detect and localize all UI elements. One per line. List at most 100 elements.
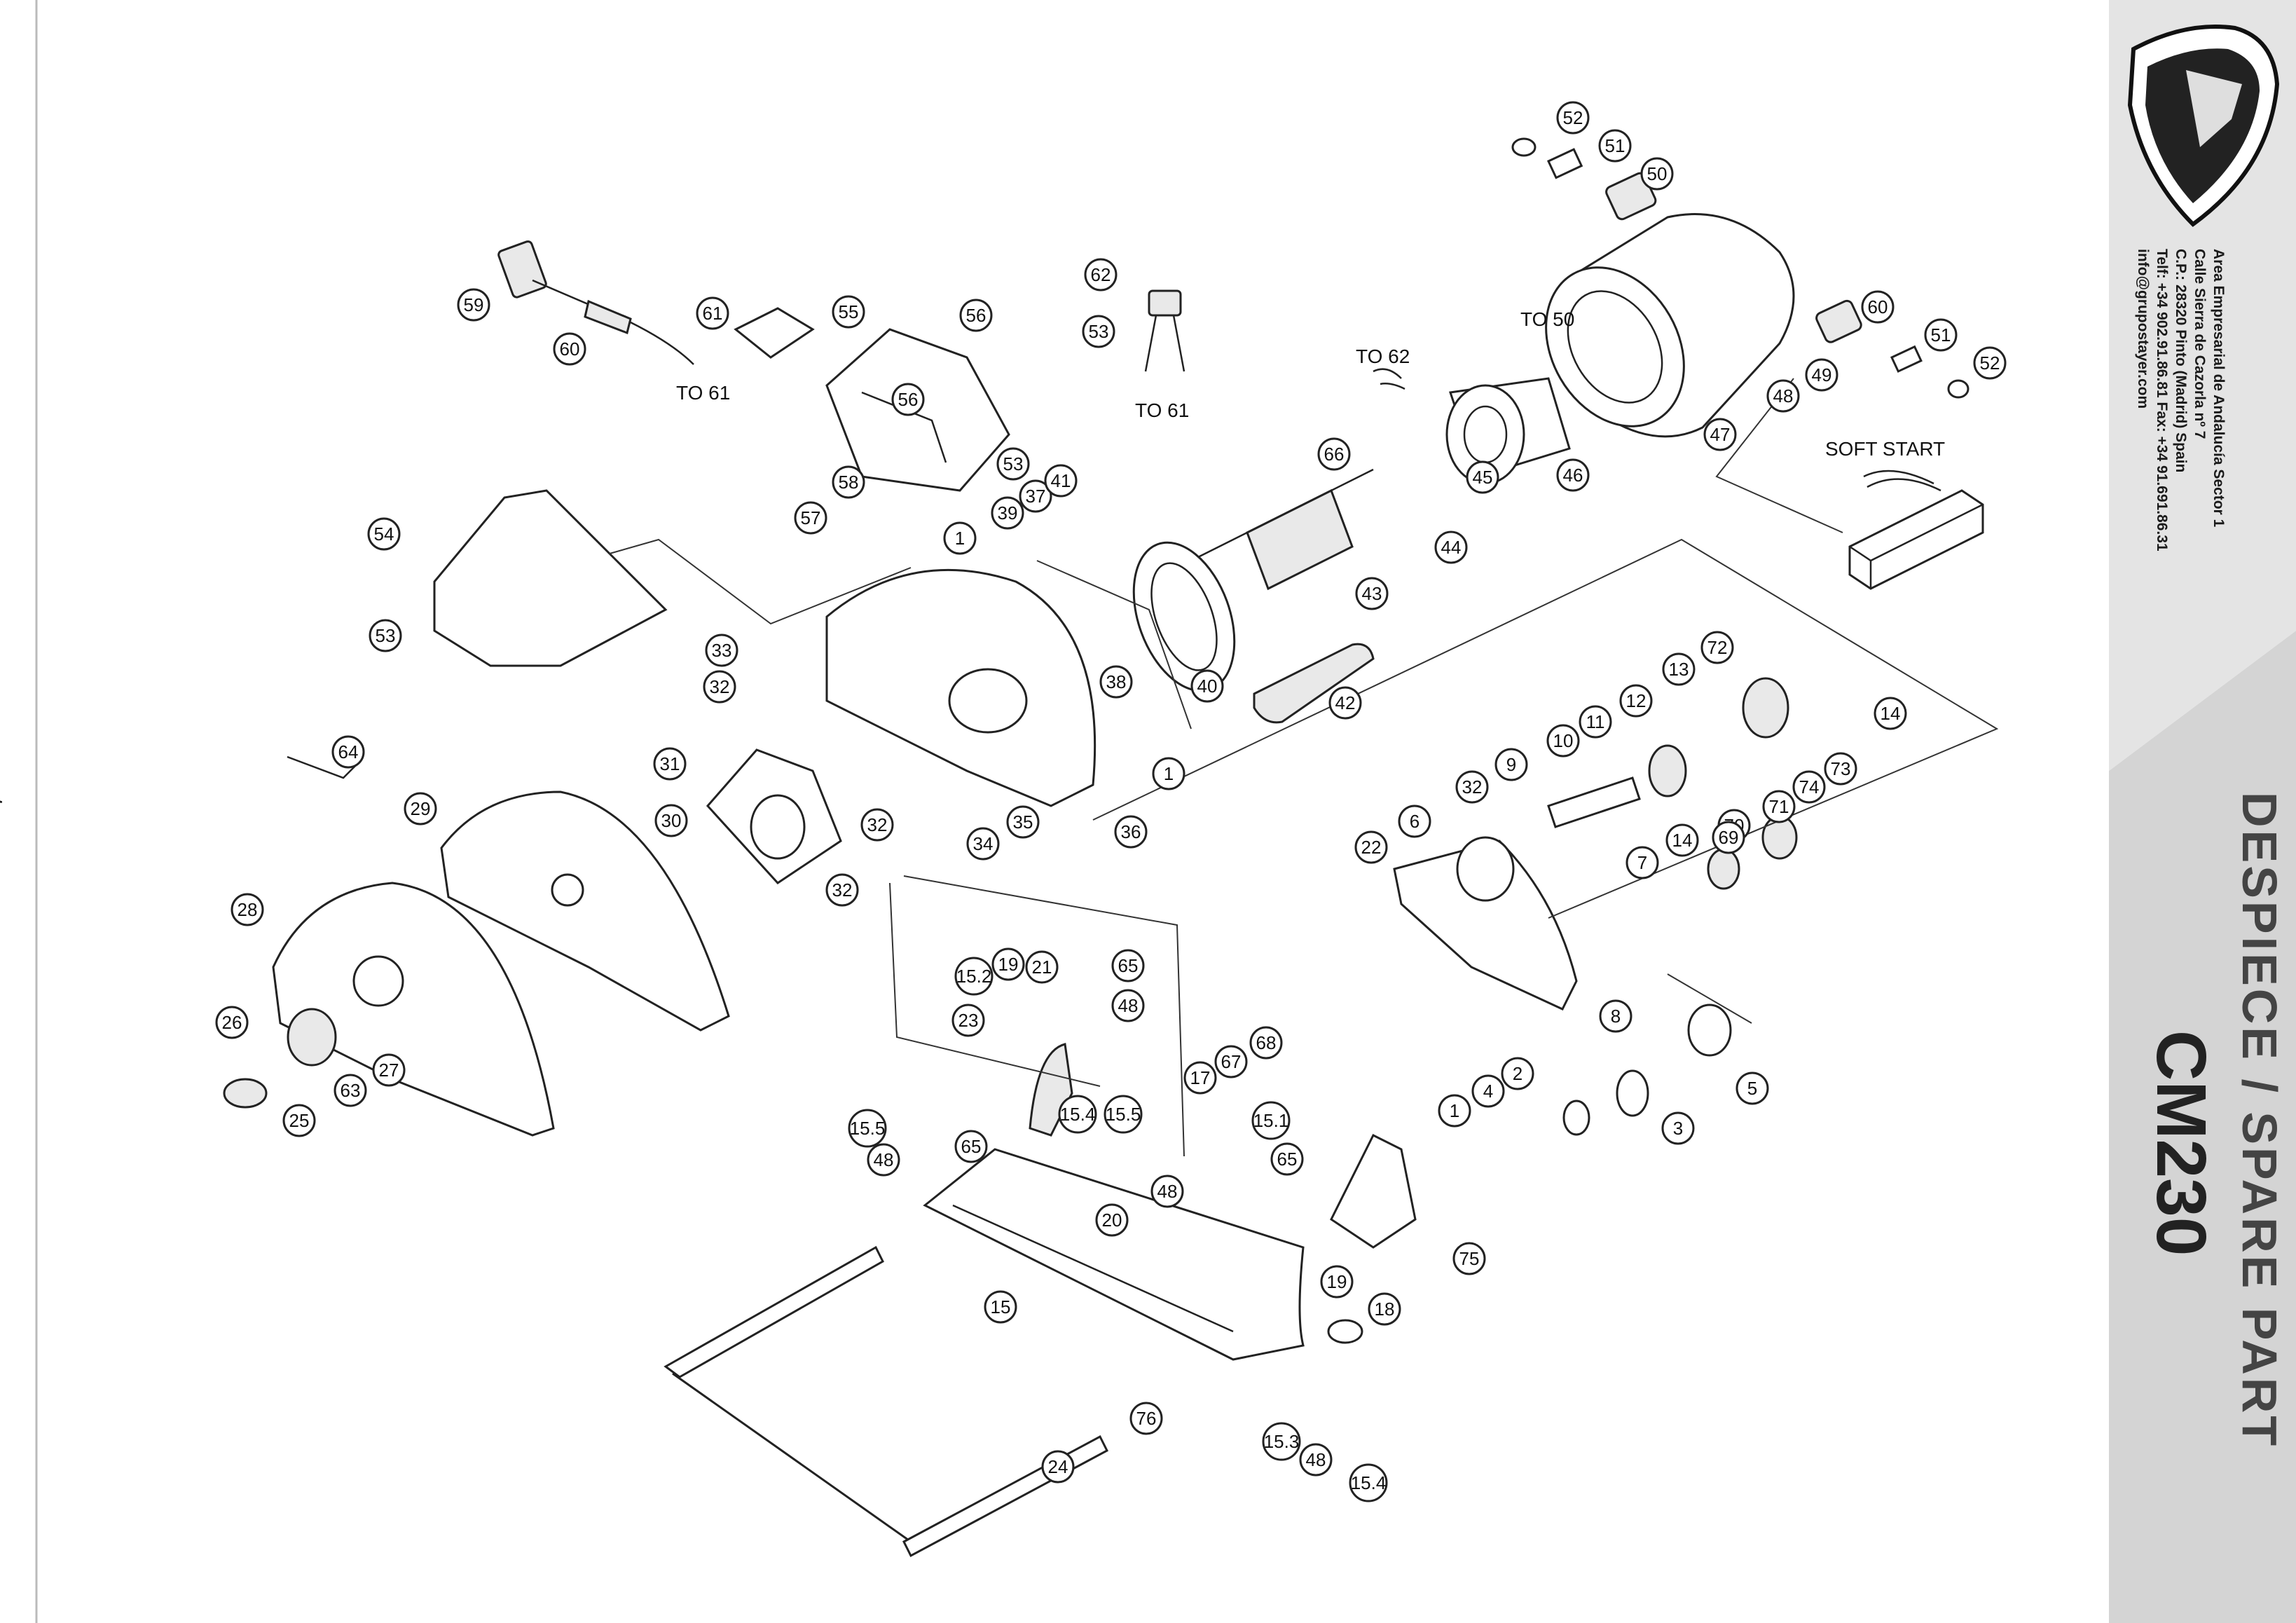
soft-start-module	[1848, 470, 1984, 590]
callout-1: 1	[943, 521, 977, 555]
address-line: Calle Sierra de Cazorla nº 7	[2192, 249, 2208, 439]
callout-32: 32	[703, 670, 736, 704]
callout-28: 28	[231, 893, 264, 926]
callout-29: 29	[404, 792, 437, 826]
callout-73: 73	[1824, 752, 1857, 786]
svg-text:11: 11	[1586, 711, 1605, 732]
svg-text:50: 50	[1647, 163, 1668, 184]
svg-text:25: 25	[289, 1110, 310, 1131]
callout-9: 9	[1494, 748, 1528, 781]
callout-48: 48	[1150, 1175, 1184, 1208]
svg-text:52: 52	[1563, 107, 1583, 128]
soft-start-label: SOFT START	[1825, 438, 1945, 460]
svg-text:54: 54	[374, 523, 394, 545]
callout-3: 3	[1661, 1111, 1695, 1145]
brush-holder-50	[1511, 137, 1657, 221]
svg-text:76: 76	[1136, 1408, 1157, 1429]
svg-text:33: 33	[712, 640, 732, 661]
svg-text:58: 58	[839, 472, 859, 493]
svg-text:32: 32	[832, 879, 853, 900]
svg-text:59: 59	[464, 294, 484, 315]
callout-55: 55	[832, 295, 865, 329]
callout-53: 53	[369, 619, 402, 652]
svg-text:56: 56	[898, 389, 919, 410]
to-62-label: TO 62	[1356, 345, 1410, 367]
callout-47: 47	[1703, 418, 1737, 451]
address-line: Telf: +34 902.91.86.81 Fax: +34 91.691.8…	[2154, 249, 2170, 552]
svg-text:19: 19	[1327, 1271, 1347, 1292]
callout-5: 5	[1735, 1071, 1769, 1105]
svg-text:12: 12	[1626, 690, 1647, 711]
callout-41: 41	[1044, 464, 1078, 498]
callout-48: 48	[1299, 1443, 1333, 1477]
svg-text:15.3: 15.3	[1264, 1431, 1300, 1452]
callout-71: 71	[1762, 790, 1796, 823]
to-61-label-2: TO 61	[1135, 399, 1189, 421]
callout-62: 62	[1084, 258, 1118, 292]
svg-text:24: 24	[1048, 1456, 1068, 1477]
callout-57: 57	[794, 501, 827, 535]
address-block: Area Empresarial de Andalucía Sector 1 C…	[2133, 249, 2228, 552]
svg-text:73: 73	[1831, 758, 1851, 779]
svg-text:66: 66	[1324, 444, 1345, 465]
callout-23: 23	[951, 1004, 985, 1037]
lower-guard-28	[272, 882, 555, 1137]
svg-text:34: 34	[973, 833, 994, 854]
callout-1: 1	[1152, 757, 1185, 790]
callout-30: 30	[654, 804, 688, 837]
callout-32: 32	[825, 873, 859, 907]
callout-69: 69	[1712, 821, 1745, 854]
callout-group: 5251504948476051526256535561596056535758…	[215, 101, 2007, 1502]
svg-text:42: 42	[1335, 692, 1356, 713]
svg-text:28: 28	[238, 899, 258, 920]
svg-text:2: 2	[1513, 1063, 1522, 1084]
svg-text:40: 40	[1197, 676, 1218, 697]
website-text: www.grupostayer.com	[0, 690, 7, 884]
callout-75: 75	[1452, 1242, 1486, 1275]
callout-60: 60	[553, 332, 586, 366]
switch-61	[734, 307, 815, 359]
callout-15-5: 15.5	[848, 1109, 887, 1148]
fan-baffle-40	[1132, 541, 1236, 692]
motor-housing-47	[1545, 213, 1795, 438]
callout-4: 4	[1471, 1074, 1505, 1108]
svg-text:27: 27	[379, 1060, 399, 1081]
svg-text:26: 26	[222, 1012, 242, 1033]
to-50-label: TO 50	[1520, 308, 1574, 330]
callout-48: 48	[1766, 379, 1800, 413]
callout-19: 19	[1320, 1265, 1354, 1299]
svg-text:32: 32	[1462, 776, 1483, 797]
callout-46: 46	[1556, 458, 1590, 492]
hex-key-64	[287, 755, 358, 779]
callout-15-1: 15.1	[1251, 1101, 1291, 1140]
callout-27: 27	[372, 1053, 406, 1087]
base-plate-15	[923, 1148, 1305, 1361]
callout-15-5: 15.5	[1104, 1095, 1143, 1134]
callout-67: 67	[1214, 1045, 1248, 1078]
callout-37: 37	[1019, 479, 1052, 513]
callout-15-2: 15.2	[954, 957, 994, 996]
svg-text:53: 53	[376, 625, 396, 646]
svg-text:32: 32	[710, 676, 730, 697]
callout-60: 60	[1861, 290, 1895, 324]
svg-text:62: 62	[1091, 264, 1111, 285]
svg-text:15.4: 15.4	[1351, 1472, 1387, 1493]
page-title: DESPIECE / SPARE PART	[2232, 792, 2287, 1449]
svg-text:45: 45	[1473, 467, 1493, 488]
svg-text:75: 75	[1459, 1248, 1480, 1269]
callout-26: 26	[215, 1006, 249, 1039]
rip-fence-24	[664, 1245, 1108, 1558]
callout-20: 20	[1095, 1203, 1129, 1237]
stayer-logo	[2127, 25, 2280, 227]
callout-7: 7	[1625, 846, 1659, 879]
callout-22: 22	[1354, 830, 1388, 864]
svg-text:15.1: 15.1	[1253, 1110, 1289, 1131]
svg-text:41: 41	[1051, 470, 1071, 491]
svg-text:48: 48	[1306, 1449, 1326, 1470]
svg-text:47: 47	[1710, 424, 1731, 445]
svg-text:71: 71	[1769, 796, 1789, 817]
callout-40: 40	[1190, 669, 1224, 703]
svg-text:29: 29	[411, 798, 431, 819]
callout-31: 31	[653, 747, 687, 781]
spindle-9	[1547, 776, 1641, 828]
